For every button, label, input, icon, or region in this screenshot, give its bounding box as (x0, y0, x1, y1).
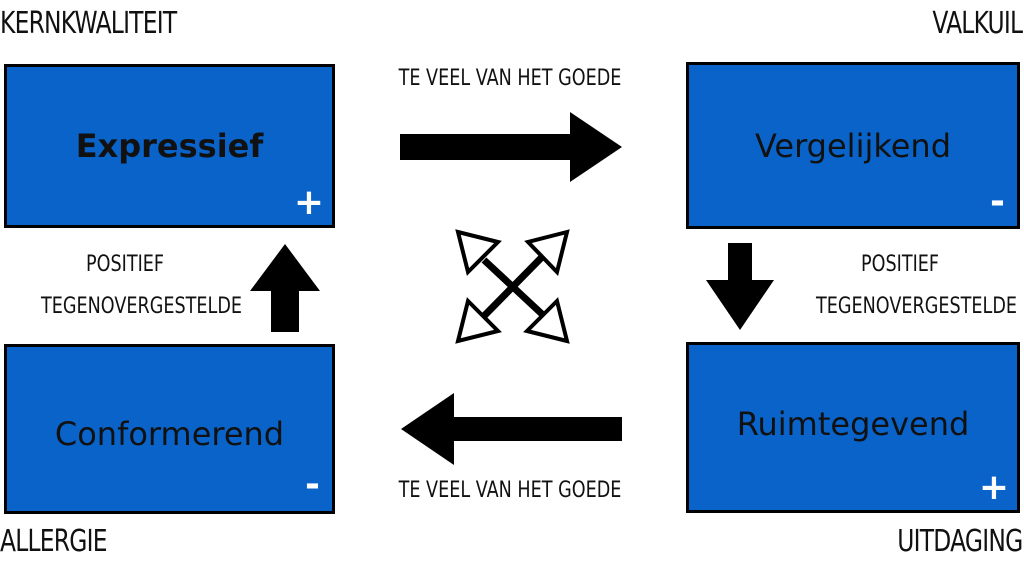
box-valkuil: Vergelijkend - (686, 62, 1020, 229)
box-kernkwaliteit: Expressief + (4, 64, 335, 228)
arrowhead-bottom-right (523, 297, 570, 344)
down-arrow (706, 243, 774, 330)
arrowhead-top-right (524, 229, 570, 276)
right-arrow (400, 112, 622, 182)
arrowhead-top-left (455, 229, 502, 276)
plus-sign: + (293, 182, 324, 223)
cross-arrows-icon (481, 253, 546, 319)
top-arrow-label: TE VEEL VAN HET GOEDE (398, 66, 622, 91)
up-arrow (250, 244, 320, 332)
box-allergie: Conformerend - (4, 344, 335, 514)
box-uitdaging: Ruimtegevend + (686, 342, 1020, 513)
left-arrow (401, 393, 622, 465)
corner-label-uitdaging: UITDAGING (896, 524, 1023, 559)
left-label-line1: POSITIEF (85, 252, 165, 277)
minus-sign: - (990, 181, 1005, 222)
corner-label-allergie: ALLERGIE (0, 524, 107, 559)
plus-sign: + (978, 467, 1009, 508)
corner-label-kernkwaliteit: KERNKWALITEIT (0, 6, 177, 41)
right-label-line1: POSITIEF (860, 252, 940, 277)
arrowhead-bottom-left (455, 297, 502, 344)
bottom-arrow-label: TE VEEL VAN HET GOEDE (398, 478, 622, 503)
corner-label-valkuil: VALKUIL (932, 6, 1023, 41)
box-title: Conformerend (54, 415, 285, 453)
left-label-line2: TEGENOVERGESTELDE (41, 294, 243, 319)
minus-sign: - (305, 464, 320, 505)
box-title: Expressief (75, 127, 264, 165)
right-label-line2: TEGENOVERGESTELDE (816, 294, 1018, 319)
box-title: Vergelijkend (754, 127, 952, 165)
box-title: Ruimtegevend (736, 405, 970, 443)
